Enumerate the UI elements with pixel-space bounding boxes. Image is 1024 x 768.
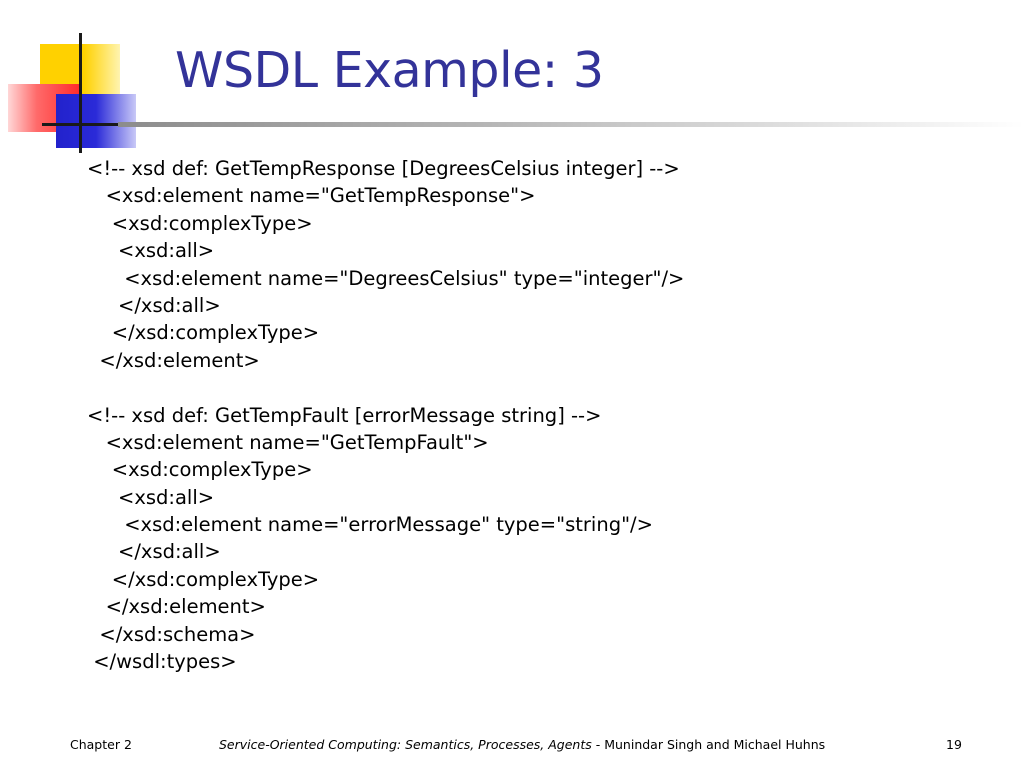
footer-chapter: Chapter 2 xyxy=(70,737,132,752)
code-line: <!-- xsd def: GetTempResponse [DegreesCe… xyxy=(87,157,680,180)
code-line: <xsd:all> xyxy=(87,239,215,263)
code-line: </xsd:complexType> xyxy=(87,321,320,345)
code-line: </xsd:element> xyxy=(87,348,260,372)
code-block: <!-- xsd def: GetTempResponse [DegreesCe… xyxy=(87,155,684,675)
code-line: <xsd:element name="GetTempFault"> xyxy=(87,430,489,454)
code-line: <xsd:element name="DegreesCelsius" type=… xyxy=(87,266,685,290)
footer-book-title: Service-Oriented Computing: Semantics, P… xyxy=(219,737,592,752)
code-line: </wsdl:types> xyxy=(87,650,237,674)
code-line: <xsd:all> xyxy=(87,485,215,509)
code-line: </xsd:element> xyxy=(87,595,266,619)
code-line: <!-- xsd def: GetTempFault [errorMessage… xyxy=(87,403,602,427)
code-line xyxy=(87,374,684,401)
code-line: </xsd:all> xyxy=(87,293,221,317)
code-line: </xsd:complexType> xyxy=(87,567,320,591)
code-line: <xsd:element name="errorMessage" type="s… xyxy=(87,513,653,537)
logo-horizontal-line xyxy=(42,123,120,126)
code-line: <xsd:complexType> xyxy=(87,211,313,235)
logo-blue-square xyxy=(56,94,136,148)
code-line: </xsd:all> xyxy=(87,540,221,564)
logo-vertical-line xyxy=(79,33,82,153)
code-line: <xsd:complexType> xyxy=(87,458,313,482)
footer-page-number: 19 xyxy=(946,737,962,752)
title-divider xyxy=(118,122,1024,127)
slide-title: WSDL Example: 3 xyxy=(175,42,604,99)
code-line: <xsd:element name="GetTempResponse"> xyxy=(87,184,536,208)
code-line: </xsd:schema> xyxy=(87,622,256,646)
footer-citation: Service-Oriented Computing: Semantics, P… xyxy=(219,737,825,752)
footer-authors: - Munindar Singh and Michael Huhns xyxy=(591,737,826,752)
decorative-logo xyxy=(0,0,150,160)
